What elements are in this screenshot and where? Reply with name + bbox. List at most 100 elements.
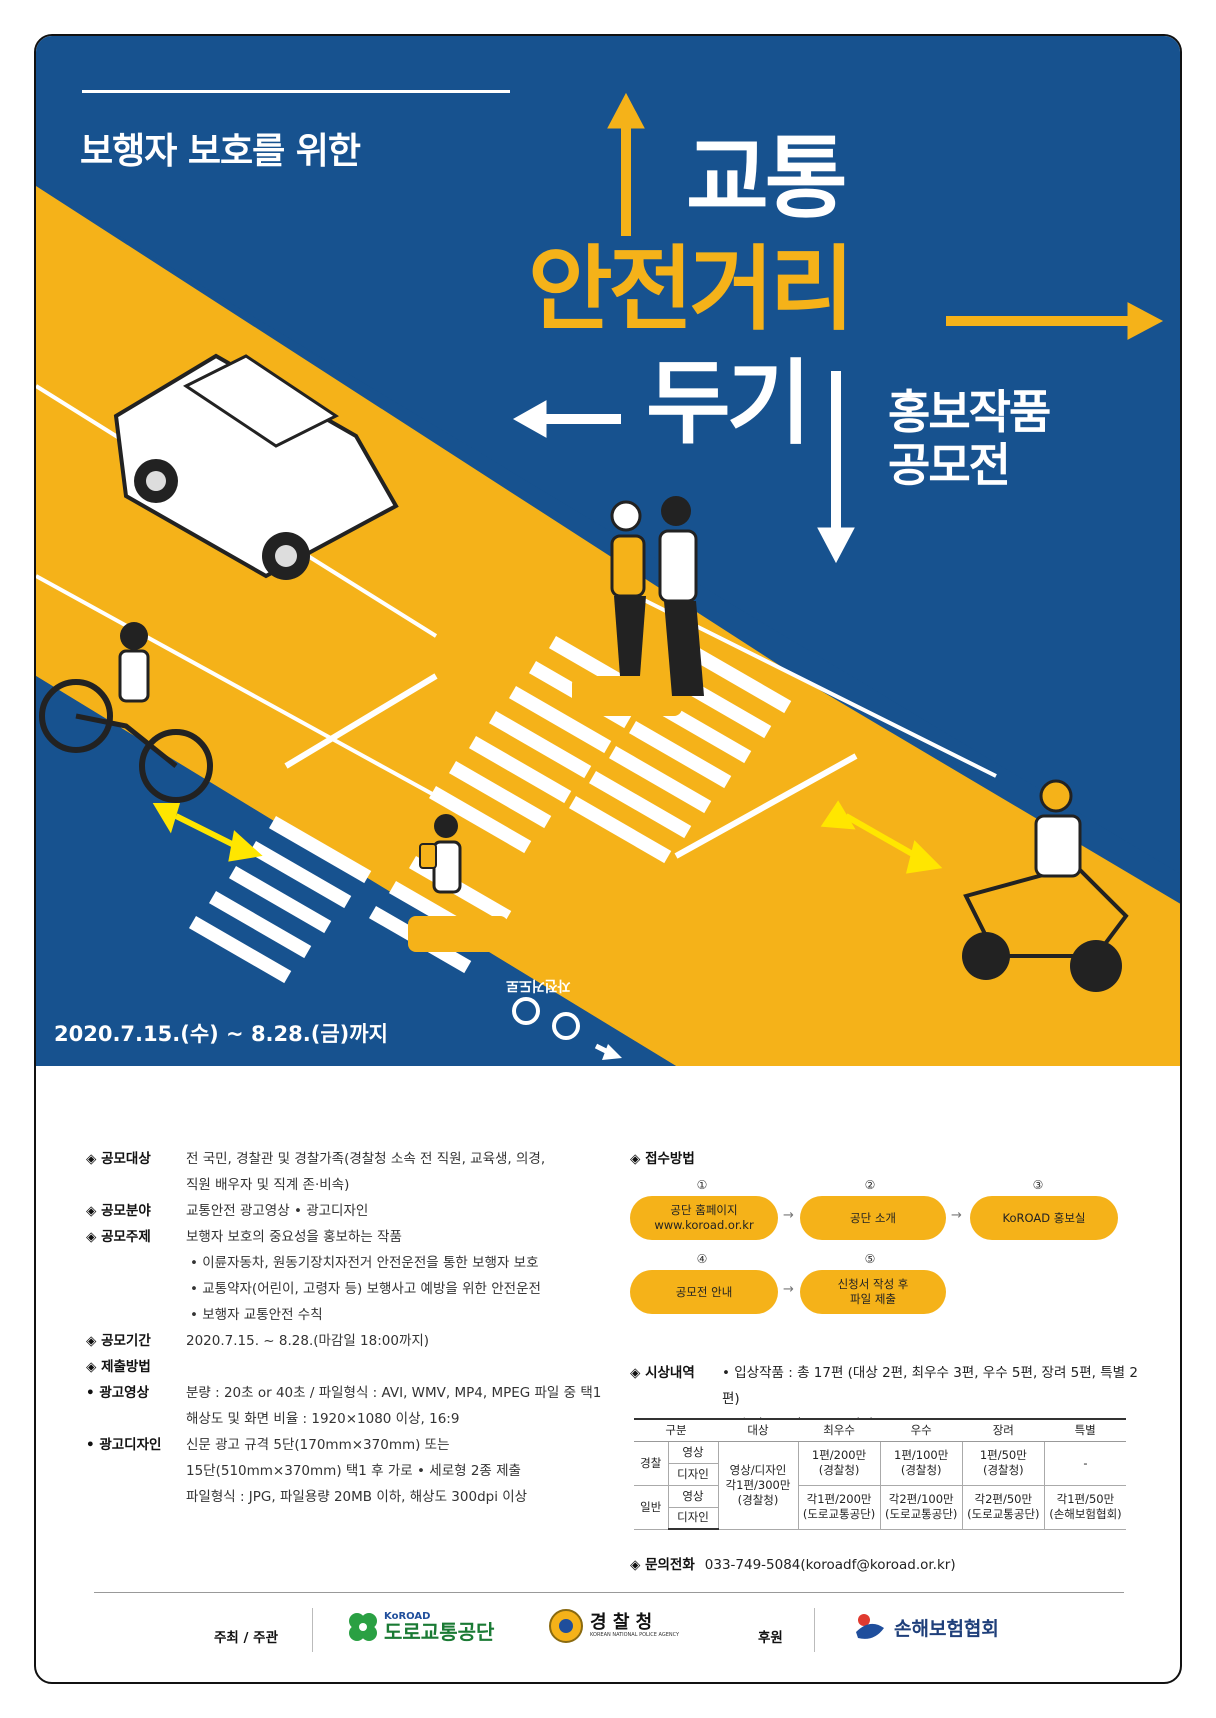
cell-text: 각2편/100만 <box>888 1492 954 1506</box>
koroad-small: KoROAD <box>384 1611 431 1622</box>
contact-value: 033-749-5084(koroadf@koroad.or.kr) <box>704 1557 956 1573</box>
koroad-logo: KoROAD 도로교통공단 <box>346 1610 494 1644</box>
awards-title: ◈ 시상내역 <box>630 1365 695 1381</box>
table-cell: - <box>1043 1440 1126 1486</box>
video-value-2: 해상도 및 화면 비율 : 1920×1080 이상, 16:9 <box>186 1411 460 1427</box>
motorcycle-illustration <box>962 779 1129 992</box>
cell-text: (손해보험협회) <box>1049 1507 1122 1521</box>
theme-item: • 이륜자동차, 원동기장치자전거 안전운전을 통한 보행자 보호 <box>190 1255 539 1271</box>
insurance-logo: 손해보험협회 <box>852 1610 999 1644</box>
table-cell: 디자인 <box>668 1462 718 1486</box>
cell-text: (경찰청) <box>818 1463 860 1477</box>
pedestrians-illustration <box>419 496 704 894</box>
police-emblem-icon <box>549 1609 583 1643</box>
step-about: 공단 소개 <box>800 1196 946 1240</box>
title-subtitle: 홍보작품 공모전 <box>888 386 1051 492</box>
koroad-name: 도로교통공단 <box>384 1620 495 1644</box>
step-number: ④ <box>696 1252 708 1266</box>
step-text: KoROAD 홍보실 <box>1002 1210 1086 1225</box>
insurance-name: 손해보험협회 <box>894 1617 999 1640</box>
police-en: KOREAN NATIONAL POLICE AGENCY <box>590 1632 680 1639</box>
title-sub-2: 공모전 <box>888 437 1011 492</box>
hero-illustration <box>36 36 1180 1066</box>
cell-text: 1편/100만 <box>894 1448 949 1462</box>
step-text: 파일 제출 <box>850 1292 896 1306</box>
poster-frame: 보행자 보호를 위한 교통 안전거리 두기 홍보작품 공모전 자전거도로 202… <box>34 34 1182 1684</box>
table-cell: 1편/200만(경찰청) <box>797 1440 881 1486</box>
period-date: 2020.7.15.(수) ~ 8.28.(금)까지 <box>54 1022 388 1046</box>
table-cell: 각2편/50만(도로교통공단) <box>961 1484 1045 1530</box>
step-text: 공단 홈페이지 <box>670 1203 738 1217</box>
arrow-icon: → <box>783 1282 794 1297</box>
footer-separator <box>814 1608 815 1652</box>
police-name: 경 찰 청 <box>590 1612 653 1634</box>
cell-text: 각1편/300만 <box>725 1477 791 1492</box>
design-value-3: 파일형식 : JPG, 파일용량 20MB 이하, 해상도 300dpi 이상 <box>186 1489 528 1505</box>
step-number: ⑤ <box>864 1252 876 1266</box>
receipt-title: ◈ 접수방법 <box>630 1151 695 1167</box>
cell-text: 각1편/50만 <box>1056 1492 1115 1506</box>
distance-arrows <box>152 800 943 874</box>
arrow-icon: → <box>951 1208 962 1223</box>
cell-text: (경찰청) <box>900 1463 942 1477</box>
title-line-2: 안전거리 <box>528 236 855 343</box>
cell-text: 각1편/200만 <box>806 1492 872 1506</box>
bike-lane-text: 자전거도로 <box>506 977 571 993</box>
cell-text: (경찰청) <box>737 1492 779 1507</box>
cell-text: (도로교통공단) <box>967 1507 1040 1521</box>
table-cell: 경찰 <box>634 1440 669 1486</box>
table-header: 최우수 <box>798 1418 881 1442</box>
police-logo: 경 찰 청 KOREAN NATIONAL POLICE AGENCY <box>548 1608 679 1644</box>
step-number: ② <box>864 1178 876 1192</box>
table-header: 특별 <box>1044 1418 1126 1442</box>
video-value: 분량 : 20초 or 40초 / 파일형식 : AVI, WMV, MP4, … <box>186 1385 602 1401</box>
step-text: 공모전 안내 <box>675 1284 733 1299</box>
cell-text: (도로교통공단) <box>802 1507 876 1521</box>
insurance-emblem-icon <box>856 1614 884 1639</box>
cell-text: 1편/50만 <box>979 1448 1027 1462</box>
crosswalk <box>189 636 792 984</box>
target-label: ◈ 공모대상 <box>86 1151 151 1167</box>
theme-item: • 교통약자(어린이, 고령자 등) 보행사고 예방을 위한 안전운전 <box>190 1281 541 1297</box>
design-value-2: 15단(510mm×370mm) 택1 후 가로 • 세로형 2종 제출 <box>186 1463 521 1479</box>
step-url: www.koroad.or.kr <box>654 1218 754 1232</box>
arrow-icon: → <box>783 1208 794 1223</box>
cell-text: (경찰청) <box>982 1463 1024 1477</box>
step-contest-info: 공모전 안내 <box>630 1270 778 1314</box>
table-header: 구분 <box>634 1418 718 1442</box>
target-value-2: 직원 배우자 및 직계 존·비속) <box>186 1177 350 1193</box>
theme-item: • 보행자 교통안전 수칙 <box>190 1307 323 1323</box>
sponsor-label: 후원 <box>758 1630 783 1646</box>
bike-lane-marking <box>512 997 622 1060</box>
hero-subtitle: 보행자 보호를 위한 <box>80 131 361 172</box>
video-label: • 광고영상 <box>86 1385 150 1401</box>
host-label: 주최 / 주관 <box>214 1630 279 1646</box>
contest-details: ◈ 공모대상 전 국민, 경찰관 및 경찰가족(경찰청 소속 전 직원, 교육생,… <box>86 1146 606 1510</box>
step-text: 신청서 작성 후 <box>837 1277 909 1291</box>
table-cell: 영상 <box>667 1484 719 1508</box>
table-cell: 각1편/200만(도로교통공단) <box>797 1484 881 1530</box>
theme-label: ◈ 공모주제 <box>86 1229 151 1245</box>
step-text: 공단 소개 <box>850 1210 896 1225</box>
table-cell: 각2편/100만(도로교통공단) <box>879 1484 963 1530</box>
design-label: • 광고디자인 <box>86 1437 162 1453</box>
title-line-1: 교통 <box>686 126 848 231</box>
table-header: 장려 <box>962 1418 1045 1442</box>
cell-text: 영상/디자인 <box>729 1462 787 1477</box>
title-arrows <box>607 92 1164 340</box>
field-label: ◈ 공모분야 <box>86 1203 151 1219</box>
period-label: ◈ 공모기간 <box>86 1333 151 1349</box>
period-value: 2020.7.15. ~ 8.28.(마감일 18:00까지) <box>186 1333 430 1349</box>
step-number: ① <box>696 1178 708 1192</box>
clover-icon <box>349 1613 377 1641</box>
awards-line-1: • 입상작품 : 총 17편 (대상 2편, 최우수 3편, 우수 5편, 장려… <box>722 1365 1138 1407</box>
table-cell: 각1편/50만(손해보험협회) <box>1043 1484 1126 1530</box>
table-cell: 영상 <box>667 1440 719 1464</box>
hero-section: 보행자 보호를 위한 교통 안전거리 두기 홍보작품 공모전 자전거도로 202… <box>36 36 1180 1066</box>
target-value: 전 국민, 경찰관 및 경찰가족(경찰청 소속 전 직원, 교육생, 의경, <box>186 1151 546 1167</box>
